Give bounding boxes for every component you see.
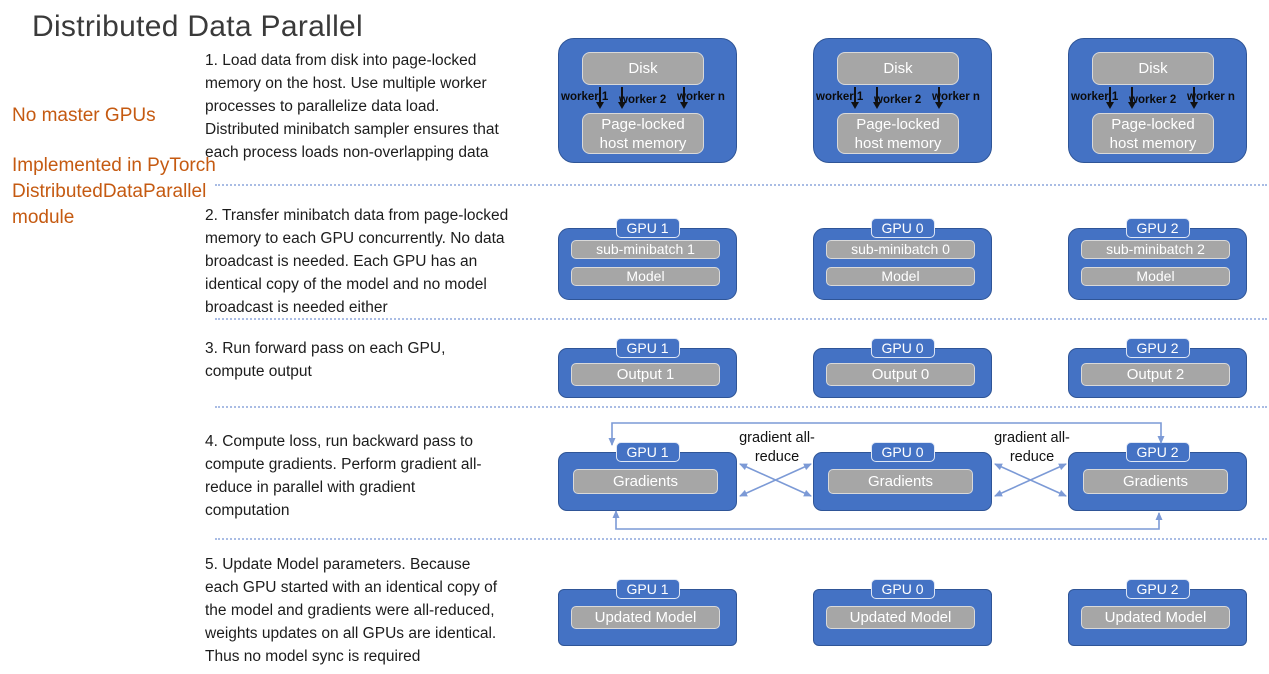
gpu-label-tab: GPU 2 [1125, 579, 1190, 599]
allreduce-cross-arrow [739, 463, 812, 497]
step-5-text: 5. Update Model parameters. Because each… [205, 556, 498, 665]
allreduce-cross-arrow [739, 463, 812, 497]
host-memory-box: Page-locked host memory [837, 113, 959, 154]
worker-arrow [873, 87, 881, 109]
section-divider [215, 406, 1267, 408]
gradients-box: Gradients [573, 469, 718, 494]
gpu-label-tab: GPU 2 [1125, 442, 1190, 462]
sub-minibatch-box: sub-minibatch 1 [571, 240, 720, 259]
gpu-label-tab: GPU 0 [870, 338, 935, 358]
gpu-box-step5: GPU 2 Updated Model [1068, 579, 1247, 646]
host-memory-box: Page-locked host memory [1092, 113, 1214, 154]
gpu-label-tab: GPU 0 [870, 218, 935, 238]
worker-label: worker 2 [874, 94, 922, 106]
gpu-label-tab: GPU 0 [870, 442, 935, 462]
gpu-label-tab: GPU 2 [1125, 218, 1190, 238]
section-divider [215, 318, 1267, 320]
gpu-box-step5: GPU 0 Updated Model [813, 579, 992, 646]
step-4-text: 4. Compute loss, run backward pass to co… [205, 433, 482, 519]
gradients-box: Gradients [828, 469, 973, 494]
disk-box: Disk [837, 52, 959, 85]
gpu-box-step4: GPU 0 Gradients [813, 442, 992, 511]
worker-label: worker n [1187, 91, 1235, 103]
worker-arrow [851, 87, 859, 109]
worker-label: worker n [677, 91, 725, 103]
worker-label: worker 1 [816, 91, 864, 103]
section-divider [215, 184, 1267, 186]
host-node-box: Disk worker 1 worker 2 worker n Page-locked … [1068, 38, 1247, 163]
worker-label: worker 1 [1071, 91, 1119, 103]
gpu-box-step2: GPU 1 sub-minibatch 1 Model [558, 218, 737, 300]
worker-arrow [596, 87, 604, 109]
worker-label: worker 2 [619, 94, 667, 106]
gpu-box-step4: GPU 1 Gradients [558, 442, 737, 511]
gpu-box-step3: GPU 2 Output 2 [1068, 338, 1247, 398]
sub-minibatch-box: sub-minibatch 0 [826, 240, 975, 259]
worker-arrow [618, 87, 626, 109]
model-box: Model [1081, 267, 1230, 286]
worker-label: worker 2 [1129, 94, 1177, 106]
worker-arrow [680, 87, 688, 109]
disk-box: Disk [1092, 52, 1214, 85]
gpu-label-tab: GPU 0 [870, 579, 935, 599]
updated-model-box: Updated Model [571, 606, 720, 629]
gpu-label-tab: GPU 1 [615, 442, 680, 462]
worker-arrow [1128, 87, 1136, 109]
bottom-sync-arrow [612, 510, 1163, 530]
output-box: Output 0 [826, 363, 975, 386]
worker-arrow [935, 87, 943, 109]
gpu-label-tab: GPU 2 [1125, 338, 1190, 358]
output-box: Output 1 [571, 363, 720, 386]
gpu-box-step3: GPU 1 Output 1 [558, 338, 737, 398]
allreduce-cross-arrow [994, 463, 1067, 497]
worker-arrow [1106, 87, 1114, 109]
gpu-box-step2: GPU 0 sub-minibatch 0 Model [813, 218, 992, 300]
updated-model-box: Updated Model [1081, 606, 1230, 629]
output-box: Output 2 [1081, 363, 1230, 386]
allreduce-label: gradient all-reduce [994, 430, 1070, 465]
sub-minibatch-box: sub-minibatch 2 [1081, 240, 1230, 259]
disk-box: Disk [582, 52, 704, 85]
section-divider [215, 538, 1267, 540]
gpu-label-tab: GPU 1 [615, 579, 680, 599]
gpu-box-step3: GPU 0 Output 0 [813, 338, 992, 398]
gpu-box-step5: GPU 1 Updated Model [558, 579, 737, 646]
host-node-box: Disk worker 1 worker 2 worker n Page-locked … [813, 38, 992, 163]
allreduce-label: gradient all-reduce [739, 430, 815, 465]
step-1-text: 1. Load data from disk into page-locked … [205, 52, 499, 161]
worker-label: worker 1 [561, 91, 609, 103]
slide-title: Distributed Data Parallel [32, 10, 363, 43]
model-box: Model [826, 267, 975, 286]
gpu-box-step4: GPU 2 Gradients [1068, 442, 1247, 511]
step-2-text: 2. Transfer minibatch data from page-loc… [205, 207, 509, 316]
host-memory-box: Page-locked host memory [582, 113, 704, 154]
allreduce-cross-arrow [994, 463, 1067, 497]
gradients-box: Gradients [1083, 469, 1228, 494]
gpu-label-tab: GPU 1 [615, 338, 680, 358]
gpu-box-step2: GPU 2 sub-minibatch 2 Model [1068, 218, 1247, 300]
worker-label: worker n [932, 91, 980, 103]
updated-model-box: Updated Model [826, 606, 975, 629]
note-pytorch-module: Implemented in PyTorch DistributedDataPa… [12, 155, 216, 228]
model-box: Model [571, 267, 720, 286]
host-node-box: Disk worker 1 worker 2 worker n Page-locked … [558, 38, 737, 163]
worker-arrow [1190, 87, 1198, 109]
gpu-label-tab: GPU 1 [615, 218, 680, 238]
step-3-text: 3. Run forward pass on each GPU, compute… [205, 340, 446, 380]
note-no-master-gpus: No master GPUs [12, 105, 156, 126]
